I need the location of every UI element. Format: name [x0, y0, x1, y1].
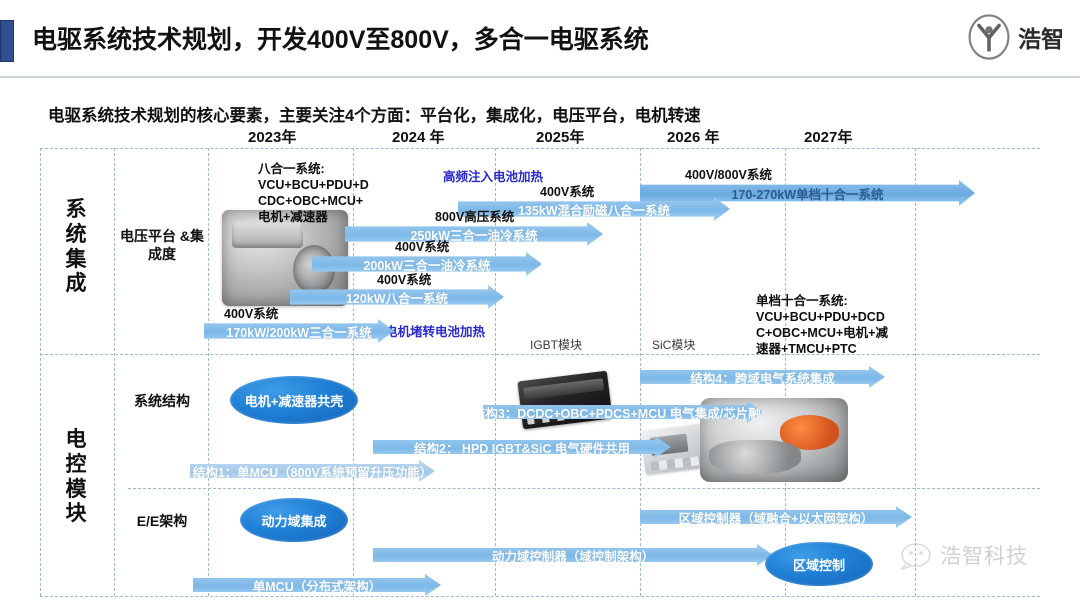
arrow-120kw-text: 120kW八合一系统	[345, 291, 449, 306]
arrow-structure-1[interactable]: 结构1：单MCU（800V系统预留升压功能）	[190, 460, 435, 482]
ellipse-zone-control-text: 区域控制	[792, 557, 845, 573]
arrow-250kw[interactable]: 250kW三合一油冷系统	[345, 222, 603, 246]
year-label-2026: 2026 年	[667, 129, 720, 146]
arrow-zone-controller[interactable]: 区域控制器（域融合+以太网架构）	[640, 506, 912, 528]
label-arrow-170-200kw: 400V系统	[224, 307, 279, 321]
arrow-structure-4[interactable]: 结构4：跨域电气系统集成	[640, 366, 885, 388]
year-label-2023: 2023年	[248, 129, 297, 146]
year-label-2024: 2024 年	[392, 129, 445, 146]
arrow-structure-2-text: 结构2： HPD IGBT&SiC 电气硬件共用	[414, 441, 630, 456]
grid-hline-mid2	[128, 488, 1040, 489]
arrow-single-mcu-text: 单MCU（分布式架构）	[252, 579, 382, 594]
grid-hline-mid1	[40, 354, 1040, 355]
slide-header: 电驱系统技术规划，开发400V至800V，多合一电驱系统 浩智	[0, 0, 1080, 78]
eight-in-one-spec-text: 八合一系统: VCU+BCU+PDU+D CDC+OBC+MCU+ 电机+减速器	[258, 162, 369, 224]
arrow-170-270kw-text: 170-270kW单档十合一系统	[731, 187, 884, 202]
header-accent-bar	[0, 20, 14, 62]
igbt-module-photo	[517, 370, 613, 430]
ellipse-motor-reducer-shell-text: 电机+减速器共壳	[244, 393, 344, 409]
row-major-system-integration: 系统集成	[65, 198, 87, 296]
label-motor-stall-heating: 电机堵转电池加热	[385, 325, 486, 339]
label-arrow-200kw: 400V系统	[395, 240, 450, 254]
haozhi-logo-icon	[968, 14, 1010, 60]
ellipse-power-domain-integration[interactable]: 动力域集成	[240, 498, 348, 542]
brand-name: 浩智	[1018, 26, 1064, 52]
arrow-power-domain-controller-text: 动力域控制器（域控制架构）	[491, 549, 655, 564]
label-hf-battery-heating: 高频注入电池加热	[443, 170, 544, 184]
arrow-structure-3[interactable]: 结构3：DCDC+OBC+PDCS+MCU 电气集成/芯片融合	[483, 401, 763, 423]
arrow-170-200kw[interactable]: 170kW/200kW三合一系统	[204, 319, 394, 343]
label-arrow-120kw: 400V系统	[377, 273, 432, 287]
ellipse-zone-control[interactable]: 区域控制	[765, 542, 873, 586]
year-label-2025: 2025年	[536, 129, 585, 146]
grid-hline-top	[40, 148, 1040, 149]
grid-vline-0	[40, 148, 41, 596]
row-minor-system-structure: 系统结构	[134, 393, 190, 409]
ellipse-motor-reducer-shell[interactable]: 电机+减速器共壳	[230, 376, 358, 424]
haozhi-watermark-icon	[900, 543, 931, 570]
row-minor-voltage-platform: 电压平台 &集成度	[120, 228, 204, 262]
arrow-structure-1-text: 结构1：单MCU（800V系统预留升压功能）	[192, 465, 433, 480]
arrow-170-200kw-text: 170kW/200kW三合一系统	[226, 325, 372, 340]
row-major-electronic-control: 电控模块	[65, 428, 87, 526]
grid-vline-1	[114, 148, 115, 596]
arrow-250kw-text: 250kW三合一油冷系统	[410, 228, 538, 243]
watermark-text: 浩智科技	[940, 545, 1028, 568]
arrow-structure-4-text: 结构4：跨域电气系统集成	[690, 371, 835, 386]
grid-vline-2024	[495, 148, 496, 596]
arrow-power-domain-controller[interactable]: 动力域控制器（域控制架构）	[373, 544, 773, 566]
caption-igbt: IGBT模块	[530, 338, 583, 352]
row-minor-ee-architecture: E/E架构	[136, 513, 188, 529]
ellipse-power-domain-integration-text: 动力域集成	[261, 513, 327, 529]
label-arrow-250kw: 800V高压系统	[435, 210, 515, 224]
year-label-2027: 2027年	[804, 129, 853, 146]
label-arrow-170-270kw: 400V/800V系统	[685, 168, 772, 182]
grid-hline-bottom	[40, 596, 1040, 597]
watermark: 浩智科技	[900, 540, 1028, 570]
arrow-200kw-text: 200kW三合一油冷系统	[363, 258, 491, 273]
arrow-135kw-text: 135kW混合励磁八合一系统	[517, 203, 671, 218]
brand-logo: 浩智	[966, 14, 1064, 60]
arrow-structure-2[interactable]: 结构2： HPD IGBT&SiC 电气硬件共用	[373, 436, 671, 458]
grid-vline-2	[208, 148, 209, 596]
roadmap-board: 系统集成 电控模块 电压平台 &集成度 系统结构 E/E架构 八合一系统: VC…	[40, 148, 1040, 600]
arrow-single-mcu[interactable]: 单MCU（分布式架构）	[193, 574, 441, 596]
ten-in-one-spec-text: 单档十合一系统: VCU+BCU+PDU+DCD C+OBC+MCU+电机+减 …	[756, 294, 888, 356]
subtitle: 电驱系统技术规划的核心要素，主要关注4个方面：平台化，集成化，电压平台，电机转速	[48, 107, 701, 125]
arrow-structure-3-text: 结构3：DCDC+OBC+PDCS+MCU 电气集成/芯片融合	[472, 406, 774, 421]
caption-sic: SiC模块	[652, 338, 696, 352]
page-title: 电驱系统技术规划，开发400V至800V，多合一电驱系统	[32, 26, 649, 54]
label-arrow-135kw: 400V系统	[540, 185, 595, 199]
grid-vline-2023	[353, 148, 354, 596]
grid-vline-2027	[915, 148, 916, 596]
arrow-zone-controller-text: 区域控制器（域融合+以太网架构）	[678, 511, 874, 526]
